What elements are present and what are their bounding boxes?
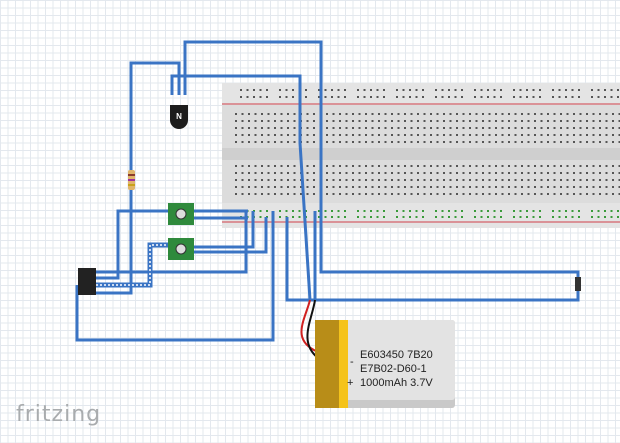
battery-wires [300,299,319,359]
battery-line2: E7B02-D60-1 [360,363,427,375]
transistor-label: N [176,112,182,121]
fritzing-logo: fritzing [16,402,102,427]
battery-minus: - [350,356,354,368]
npn-transistor[interactable]: N [170,105,188,129]
lipo-battery[interactable]: - E603450 7B20 E7B02-D60-1 + 1000mAh 3.7… [315,320,455,408]
potentiometer-1[interactable] [168,203,194,225]
battery-line1: E603450 7B20 [360,349,433,361]
breadboard[interactable] [222,83,620,228]
ic-chip[interactable] [78,268,96,295]
wires [75,40,580,342]
battery-line3: 1000mAh 3.7V [360,377,433,389]
resistor[interactable] [128,170,135,190]
potentiometer-2[interactable] [168,238,194,260]
breadboard-holes [235,89,620,218]
diode[interactable] [575,277,581,291]
battery-plus: + [347,377,353,389]
